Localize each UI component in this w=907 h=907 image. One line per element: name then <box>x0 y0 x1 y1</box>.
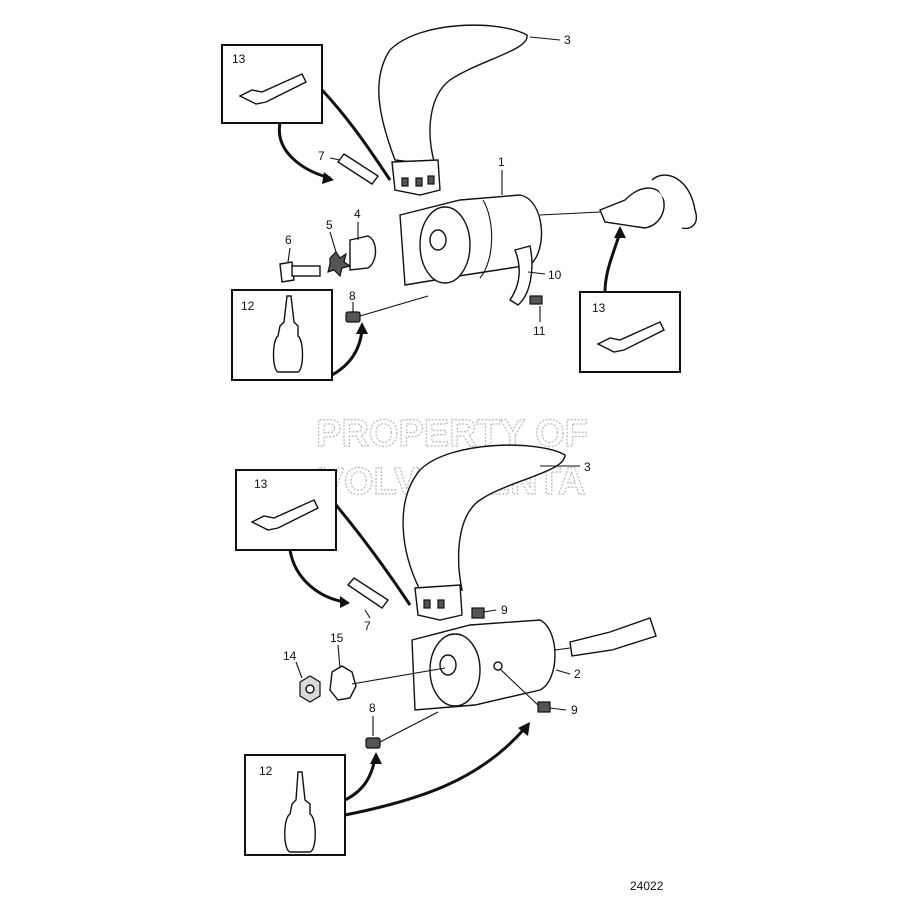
callout-10: 10 <box>548 268 562 282</box>
callout-7-bottom: 7 <box>364 619 371 633</box>
hub-slot <box>437 599 445 609</box>
screw-9-bottom <box>537 701 551 713</box>
callout-14: 14 <box>283 649 297 663</box>
arrowhead <box>340 596 350 608</box>
screw-8-bottom <box>365 737 381 749</box>
callout-1: 1 <box>498 155 505 169</box>
leader <box>329 231 337 253</box>
arrowhead <box>322 172 334 184</box>
callout-8-bottom: 8 <box>369 701 376 715</box>
hub-slot <box>401 177 409 187</box>
grease-tube-icon <box>238 73 307 105</box>
callout-4: 4 <box>354 207 361 221</box>
grease-tube-icon <box>596 321 665 353</box>
box-label-13-top-left: 13 <box>232 52 246 66</box>
leader <box>554 647 571 651</box>
leader <box>549 707 567 711</box>
pin-7-bottom <box>346 577 390 609</box>
leader <box>555 669 571 675</box>
leader <box>351 667 446 685</box>
arrowhead <box>518 722 530 736</box>
arrowhead <box>614 226 626 238</box>
callout-8-top: 8 <box>349 289 356 303</box>
tab-washer-15 <box>329 665 357 701</box>
drive-shaft-bottom <box>569 617 657 657</box>
bolt-6 <box>279 261 295 283</box>
arrow-to-screw-8-bottom <box>344 757 377 802</box>
screw-8-top <box>345 311 361 323</box>
hub-slot <box>423 599 431 609</box>
leader <box>329 157 341 161</box>
leader <box>529 36 561 41</box>
arrow-to-screw-9-bottom <box>344 727 527 817</box>
arrowhead <box>370 752 382 764</box>
sealant-bottle-icon <box>284 771 316 853</box>
bottom-assembly: 3 7 15 14 9 9 8 2 13 12 <box>235 444 657 856</box>
leader <box>287 247 291 263</box>
box-label-12-bottom: 12 <box>259 764 273 778</box>
arrow-to-screw-8-top <box>331 329 364 377</box>
arrow-to-shaft-top <box>603 231 622 293</box>
leader <box>539 211 601 216</box>
propeller-blade-top <box>378 24 528 166</box>
nut-14-hole <box>305 684 315 694</box>
callout-9-top: 9 <box>501 603 508 617</box>
hub-slot <box>427 175 435 185</box>
hub-bore-bottom <box>439 654 457 676</box>
grease-tube-box-bottom <box>235 469 337 551</box>
star-washer-5 <box>327 251 352 278</box>
grease-tube-box-right <box>579 291 681 373</box>
grease-tube-icon <box>250 499 319 531</box>
leader <box>364 609 371 619</box>
grease-tube-box-top-left <box>221 44 323 124</box>
callout-7-top: 7 <box>318 149 325 163</box>
lever-10 <box>509 245 533 306</box>
callout-6: 6 <box>285 233 292 247</box>
callout-9-bottom: 9 <box>571 703 578 717</box>
sealant-bottle-icon <box>272 295 304 373</box>
arrowhead <box>356 322 368 334</box>
callout-5: 5 <box>326 218 333 232</box>
box-label-13-right: 13 <box>592 301 606 315</box>
shaft-housing-top <box>651 174 697 230</box>
grub-screw-hole <box>493 661 503 671</box>
hub-slot <box>415 177 423 187</box>
leader <box>527 271 546 275</box>
callout-3-top: 3 <box>564 33 571 47</box>
arrow-to-blade-top <box>277 122 331 180</box>
leader <box>379 711 439 743</box>
leader <box>359 295 429 317</box>
box-label-13-bottom: 13 <box>254 477 268 491</box>
bushing-4 <box>349 235 377 271</box>
top-assembly: 3 1 4 5 6 7 8 10 11 13 12 13 <box>221 24 697 381</box>
leader <box>499 668 539 706</box>
arrow-to-hub-top <box>320 88 392 181</box>
leader <box>483 609 497 613</box>
arrow-to-hub-bottom <box>334 504 412 606</box>
screw-9-top <box>471 607 485 619</box>
pin-7-top <box>336 153 380 185</box>
leader <box>337 644 341 669</box>
hub-bore <box>429 229 447 251</box>
callout-3-bottom: 3 <box>584 460 591 474</box>
diagram-number: 24022 <box>630 879 664 893</box>
drive-shaft-top <box>599 187 665 229</box>
callout-15: 15 <box>330 631 344 645</box>
callout-2: 2 <box>574 667 581 681</box>
arrow-to-pin-bottom <box>288 549 346 604</box>
bolt-6-shank <box>291 265 321 277</box>
leader <box>295 661 303 679</box>
propeller-blade-bottom <box>402 444 566 591</box>
hub-seam <box>479 199 493 279</box>
screw-11 <box>529 295 543 305</box>
box-label-12-top: 12 <box>241 299 255 313</box>
callout-11: 11 <box>533 324 546 338</box>
